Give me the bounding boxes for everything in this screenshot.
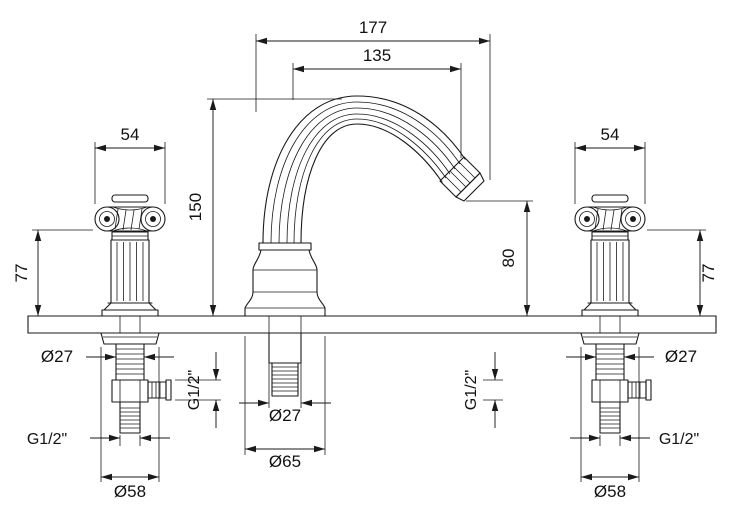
left-valve-shank xyxy=(115,343,145,381)
left-valve-side-port xyxy=(147,379,172,401)
dim-label-dia65: Ø65 xyxy=(269,452,301,471)
dim-handle-height-77-right: 77 xyxy=(647,229,718,316)
left-valve-through-deck xyxy=(119,316,141,333)
dim-label-dia58-left: Ø58 xyxy=(114,482,146,501)
dim-handle-height-77-left: 77 xyxy=(12,229,93,316)
dim-label-80: 80 xyxy=(499,249,518,268)
left-valve-inlet-pipe xyxy=(119,401,141,434)
dim-label-177: 177 xyxy=(359,18,387,37)
dim-label-54-right: 54 xyxy=(601,125,620,144)
column-flutes xyxy=(116,242,144,301)
spout-shank xyxy=(268,332,302,397)
capital-ornament-hatch xyxy=(114,208,143,231)
dim-label-77-right: 77 xyxy=(699,264,718,283)
dim-label-135: 135 xyxy=(363,46,391,65)
right-valve-escutcheon xyxy=(580,332,640,345)
dim-shank-dia-27-right: Ø27 xyxy=(566,347,697,366)
dim-label-dia58-right: Ø58 xyxy=(594,482,626,501)
dim-label-dia27-left: Ø27 xyxy=(41,347,73,366)
dim-label-g12-left-side: G1/2" xyxy=(186,370,203,410)
dim-label-77-left: 77 xyxy=(12,264,31,283)
dim-label-54-left: 54 xyxy=(121,125,140,144)
pipe-thread-hatch xyxy=(120,407,140,429)
spout xyxy=(244,95,485,397)
dim-label-g12-right-side: G1/2" xyxy=(463,370,480,410)
dim-spout-shank-dia-27-center: Ø27 xyxy=(239,363,331,425)
dim-outlet-height-80: 80 xyxy=(466,200,533,316)
left-handle-column xyxy=(110,239,150,304)
right-handle-capital xyxy=(574,194,646,241)
shank-thread-hatch xyxy=(116,348,144,375)
dim-thread-g12-right-side: G1/2" xyxy=(463,352,503,428)
dim-label-dia27-right: Ø27 xyxy=(665,347,697,366)
left-handle-base xyxy=(101,302,159,317)
dim-escutcheon-dia-58-left: Ø58 xyxy=(100,347,160,501)
right-valve-inlet-pipe xyxy=(599,401,621,434)
dim-label-g12-left-bottom: G1/2" xyxy=(27,431,67,448)
shank-thread-hatch xyxy=(272,366,298,392)
spout-tube xyxy=(262,95,466,244)
left-valve-body xyxy=(111,379,149,403)
dim-label-g12-right-bottom: G1/2" xyxy=(659,431,699,448)
capital-ornament-hatch xyxy=(594,208,623,231)
dim-thread-g12-left-bottom: G1/2" xyxy=(27,431,170,448)
dim-spout-reach-135: 135 xyxy=(292,46,462,158)
spout-outlet xyxy=(439,156,485,202)
right-valve-body xyxy=(591,379,629,403)
left-handle-capital xyxy=(94,194,166,241)
deck-surface xyxy=(27,315,717,334)
dim-handle-width-54-left: 54 xyxy=(94,125,166,204)
column-flutes xyxy=(596,242,624,301)
dim-label-dia27-center: Ø27 xyxy=(269,406,301,425)
dim-spout-height-150: 150 xyxy=(186,98,342,316)
dim-label-150: 150 xyxy=(186,193,205,221)
right-valve-shank xyxy=(595,343,625,381)
left-handle xyxy=(94,194,172,434)
dim-handle-width-54-right: 54 xyxy=(574,125,646,204)
left-valve-escutcheon xyxy=(100,332,160,345)
right-handle-column xyxy=(590,239,630,304)
right-handle xyxy=(574,194,652,434)
right-handle-base xyxy=(581,302,639,317)
outlet-ferrule-hatch xyxy=(444,161,476,193)
shank-thread-hatch xyxy=(596,348,624,375)
spout-base xyxy=(244,242,326,317)
spout-through-deck xyxy=(268,316,302,333)
pipe-thread-hatch xyxy=(600,407,620,429)
dim-thread-g12-right-bottom: G1/2" xyxy=(570,431,699,448)
dim-escutcheon-dia-58-right: Ø58 xyxy=(580,347,640,501)
right-valve-through-deck xyxy=(599,316,621,333)
dim-shank-dia-27-left: Ø27 xyxy=(41,347,174,366)
dim-spout-base-dia-65: Ø65 xyxy=(244,336,326,471)
dim-thread-g12-left-side: G1/2" xyxy=(175,352,221,428)
right-valve-side-port xyxy=(627,379,652,401)
